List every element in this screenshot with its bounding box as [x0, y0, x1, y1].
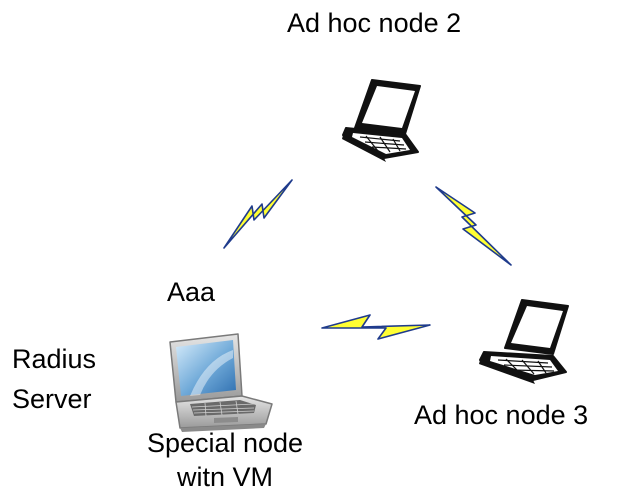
laptop-icon — [342, 79, 421, 162]
special-node-label-line1: Special node — [146, 428, 304, 458]
radius-server-label-line2: Server — [12, 384, 92, 414]
lightning-bolt-icon — [223, 179, 293, 249]
aaa-label: Aaa — [167, 277, 216, 307]
laptop-icon — [479, 299, 569, 384]
lightning-bolt-icon — [435, 186, 512, 266]
radius-server-label-line1: Radius — [12, 344, 97, 374]
node-3-label: Ad hoc node 3 — [414, 400, 589, 430]
node-2-label: Ad hoc node 2 — [287, 8, 462, 38]
laptop-silver-icon — [169, 333, 273, 432]
lightning-bolt-icon — [321, 314, 431, 340]
special-node-label-line2: witn VM — [176, 462, 274, 492]
